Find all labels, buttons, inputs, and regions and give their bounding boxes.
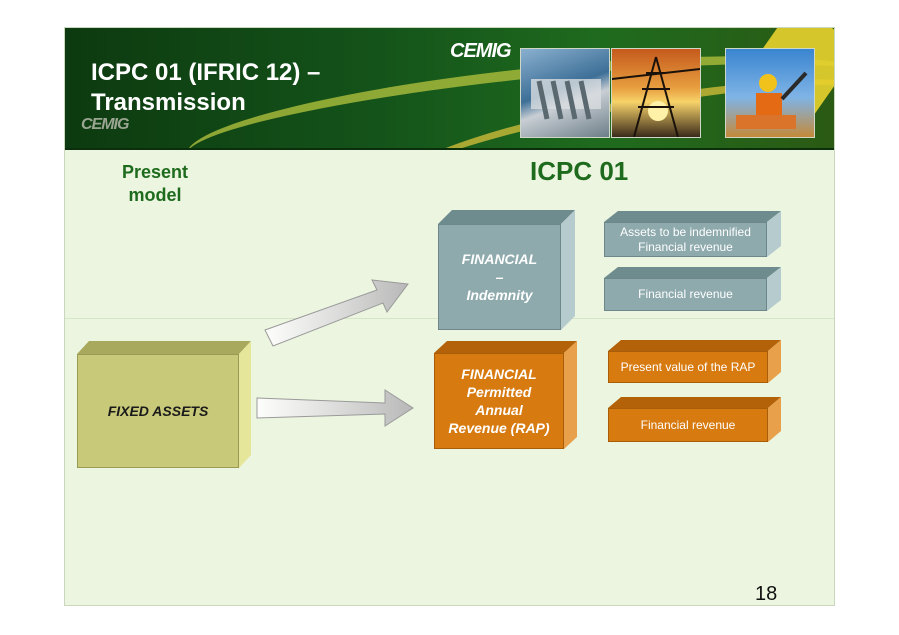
present-model-line-2: model xyxy=(128,185,182,205)
box-top xyxy=(604,211,781,222)
present-value-rap-label: Present value of the RAP xyxy=(620,359,756,374)
financial-indemnity-label: FINANCIAL – Indemnity xyxy=(462,250,537,304)
page-number: 18 xyxy=(755,583,778,605)
box-front: FINANCIAL Permitted Annual Revenue (RAP) xyxy=(434,353,564,449)
label-line: Indemnity xyxy=(466,287,533,303)
box-side xyxy=(561,210,575,330)
assets-indemnified-box: Assets to be indemnified Financial reven… xyxy=(604,211,781,257)
label-line: FINANCIAL xyxy=(461,366,537,382)
present-value-rap-box: Present value of the RAP xyxy=(608,340,781,383)
present-model-heading: Present model xyxy=(115,161,195,207)
title-line-2: Transmission xyxy=(91,89,246,116)
box-front: FIXED ASSETS xyxy=(77,354,239,468)
box-side xyxy=(239,341,251,468)
box-front: Assets to be indemnified Financial reven… xyxy=(604,222,767,257)
label-line: – xyxy=(495,269,504,285)
dam-photo xyxy=(520,48,610,138)
box-side xyxy=(564,341,577,449)
page-title: ICPC 01 (IFRIC 12) – Transmission xyxy=(91,58,320,118)
flow-arrows xyxy=(256,279,414,427)
financial-rap-box: FINANCIAL Permitted Annual Revenue (RAP) xyxy=(434,341,577,449)
assets-indemnified-label: Assets to be indemnified Financial reven… xyxy=(620,225,751,255)
box-side xyxy=(767,211,781,257)
arrow-to-rap xyxy=(256,389,414,427)
label-line: Financial revenue xyxy=(638,239,733,254)
box-top xyxy=(604,267,781,278)
box-top xyxy=(608,340,781,351)
box-front: FINANCIAL – Indemnity xyxy=(438,224,561,330)
label-line: Revenue (RAP) xyxy=(448,420,550,436)
financial-revenue-label: Financial revenue xyxy=(638,287,733,301)
title-line-1: ICPC 01 (IFRIC 12) – xyxy=(91,59,321,86)
financial-revenue-indemnity-box: Financial revenue xyxy=(604,267,781,311)
box-top xyxy=(608,397,781,408)
line-worker-photo xyxy=(725,48,815,138)
financial-indemnity-box: FINANCIAL – Indemnity xyxy=(438,210,575,330)
box-side xyxy=(768,340,781,383)
fixed-assets-box: FIXED ASSETS xyxy=(77,341,251,468)
present-model-line-1: Present xyxy=(121,162,189,182)
financial-revenue-label: Financial revenue xyxy=(640,417,736,432)
label-line: Permitted xyxy=(466,384,532,400)
arrow-to-indemnity xyxy=(264,279,409,347)
box-front: Financial revenue xyxy=(608,408,768,442)
box-top xyxy=(77,341,251,354)
box-side xyxy=(767,267,781,311)
box-top xyxy=(434,341,577,353)
box-top xyxy=(438,210,575,224)
box-front: Present value of the RAP xyxy=(608,351,768,383)
fixed-assets-label: FIXED ASSETS xyxy=(107,403,209,419)
icpc-heading: ICPC 01 xyxy=(530,156,629,186)
label-line: Annual xyxy=(475,402,523,418)
label-line: Assets to be indemnified xyxy=(620,224,751,239)
box-side xyxy=(768,397,781,442)
transmission-tower-photo xyxy=(611,48,701,138)
financial-rap-label: FINANCIAL Permitted Annual Revenue (RAP) xyxy=(448,365,549,437)
slide: ICPC 01 (IFRIC 12) – Transmission CEMIG … xyxy=(65,28,834,605)
label-line: FINANCIAL xyxy=(461,251,538,267)
financial-revenue-rap-box: Financial revenue xyxy=(608,397,781,442)
header-banner: ICPC 01 (IFRIC 12) – Transmission CEMIG … xyxy=(65,28,834,150)
cemig-logo-small: CEMIG xyxy=(81,116,129,133)
box-front: Financial revenue xyxy=(604,278,767,311)
cemig-logo: CEMIG xyxy=(450,40,512,62)
